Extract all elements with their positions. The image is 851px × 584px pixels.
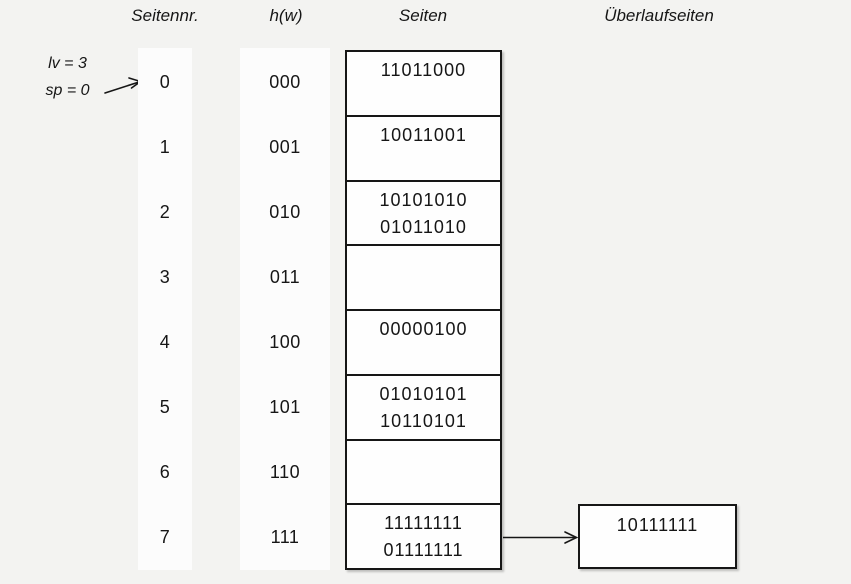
bucket-cell-6 bbox=[347, 441, 500, 506]
page-number-column: 0 1 2 3 4 5 6 7 bbox=[138, 50, 192, 570]
bucket-cell-4: 00000100 bbox=[347, 311, 500, 376]
hash-value: 111 bbox=[270, 527, 300, 547]
page-number: 5 bbox=[159, 397, 171, 417]
record-value: 01010101 bbox=[379, 383, 468, 404]
hash-value-column: 000 001 010 011 100 101 110 111 bbox=[240, 50, 330, 570]
hash-value: 000 bbox=[269, 72, 301, 92]
state-annotation: lv = 3 sp = 0 bbox=[30, 50, 105, 104]
record-value: 01111111 bbox=[383, 540, 464, 561]
header-hw: h(w) bbox=[269, 6, 303, 25]
header-ueberlaufseiten: Überlaufseiten bbox=[604, 6, 714, 25]
bucket-cell-3 bbox=[347, 246, 500, 311]
bucket-cell-0: 11011000 bbox=[347, 52, 500, 117]
primary-pages-box: 11011000 10011001 10101010 01011010 0000… bbox=[345, 50, 502, 570]
hash-value: 101 bbox=[269, 397, 301, 417]
page-number: 2 bbox=[159, 202, 171, 222]
record-value: 10101010 bbox=[379, 189, 468, 210]
bucket-cell-1: 10011001 bbox=[347, 117, 500, 182]
page-number: 7 bbox=[159, 527, 171, 547]
bucket-cell-5: 01010101 10110101 bbox=[347, 376, 500, 441]
hash-value: 110 bbox=[269, 462, 301, 482]
record-value: 10011001 bbox=[380, 124, 467, 145]
page-number-column-strip bbox=[138, 48, 192, 570]
page-number: 0 bbox=[159, 72, 171, 92]
header-seiten: Seiten bbox=[398, 6, 448, 25]
split-pointer-value: sp = 0 bbox=[45, 82, 90, 99]
page-number: 4 bbox=[159, 332, 171, 352]
bucket-cell-7: 11111111 01111111 bbox=[347, 505, 500, 568]
record-value: 11111111 bbox=[384, 513, 463, 534]
hash-value: 100 bbox=[269, 332, 301, 352]
overflow-page-box: 10111111 bbox=[578, 504, 737, 569]
record-value: 01011010 bbox=[380, 216, 467, 237]
page-number: 6 bbox=[159, 462, 171, 482]
hash-value: 010 bbox=[269, 202, 301, 222]
bucket-cell-2: 10101010 01011010 bbox=[347, 182, 500, 247]
page-number: 3 bbox=[159, 267, 171, 287]
record-value: 10110101 bbox=[380, 410, 467, 431]
overflow-record-value: 10111111 bbox=[616, 515, 699, 535]
level-value: lv = 3 bbox=[48, 55, 87, 72]
record-value: 11011000 bbox=[380, 60, 467, 80]
page-number: 1 bbox=[159, 137, 171, 157]
header-seitennr: Seitennr. bbox=[131, 6, 199, 25]
record-value: 00000100 bbox=[379, 319, 468, 339]
overflow-arrow-icon bbox=[503, 531, 579, 544]
hash-column-strip bbox=[240, 48, 330, 570]
hash-value: 001 bbox=[269, 137, 301, 157]
hash-value: 011 bbox=[269, 267, 301, 287]
